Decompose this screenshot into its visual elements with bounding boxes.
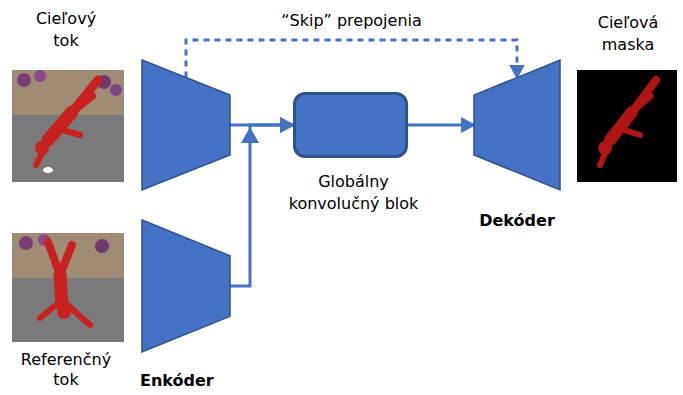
encoder-trapezoid xyxy=(142,60,230,190)
trapezoid-shape xyxy=(142,60,230,190)
block-caption: Globálny konvolučný blok xyxy=(284,171,424,215)
target-frame-photo xyxy=(12,70,124,182)
decoder-title: Dekóder xyxy=(457,210,577,232)
skip-connection xyxy=(186,40,517,78)
global-conv-block: Globálny konvolučný blok xyxy=(293,92,408,158)
input-label: Referenčný tok xyxy=(11,350,121,390)
output-label: Cieľová maska xyxy=(578,12,678,56)
connection-label: “Skip” prepojenia xyxy=(278,10,425,32)
target-mask-image xyxy=(577,70,677,182)
encoder-title: Enkóder xyxy=(140,370,214,392)
decoder-trapezoid: Dekóder xyxy=(474,60,560,190)
input-label: Cieľový tok xyxy=(26,8,106,52)
encoder-trapezoid: Enkóder xyxy=(142,220,230,352)
flow-arrow xyxy=(408,124,474,127)
trapezoid-shape xyxy=(142,220,230,352)
reference-frame-photo xyxy=(12,233,124,342)
trapezoid-shape xyxy=(474,60,560,190)
flow-arrow xyxy=(230,125,293,286)
